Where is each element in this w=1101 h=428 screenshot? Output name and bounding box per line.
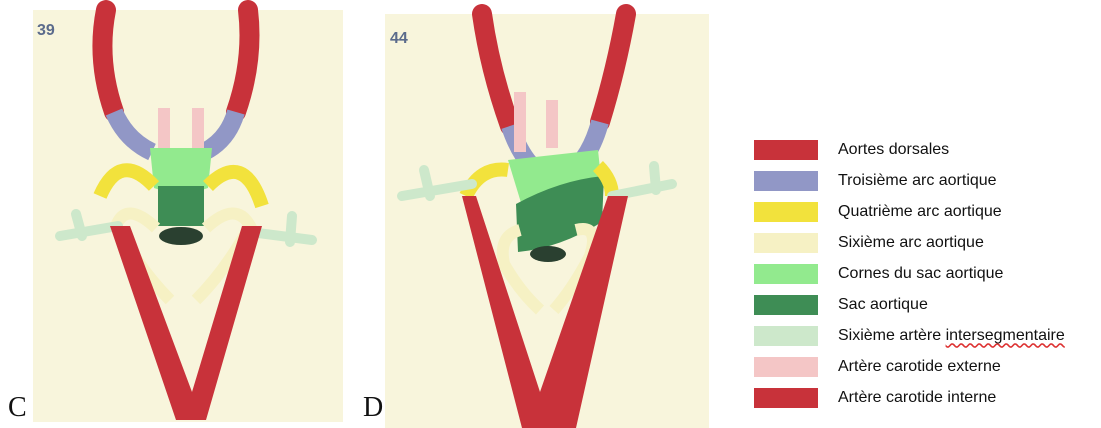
c-left-intersegmental xyxy=(60,214,118,236)
c-right-internal-carotid xyxy=(236,10,250,112)
legend-swatch xyxy=(754,202,818,222)
panel-c-illustration xyxy=(60,10,312,420)
legend-swatch xyxy=(754,140,818,160)
legend-swatch xyxy=(754,388,818,408)
legend-item: Aortes dorsales xyxy=(754,134,1065,165)
c-aortic-sac xyxy=(158,186,204,226)
d-right-internal-carotid xyxy=(600,14,626,122)
c-left-fourth-arch xyxy=(100,170,154,196)
c-left-internal-carotid xyxy=(102,10,114,112)
legend-label: Artère carotide externe xyxy=(838,358,1001,376)
legend-item: Sac aortique xyxy=(754,289,1065,320)
legend-label: Sixième artère intersegmentaire xyxy=(838,327,1065,345)
d-left-internal-carotid xyxy=(482,14,510,126)
legend-item: Sixième arc aortique xyxy=(754,227,1065,258)
legend-label: Quatrième arc aortique xyxy=(838,203,1002,221)
legend-item: Cornes du sac aortique xyxy=(754,258,1065,289)
legend-swatch xyxy=(754,295,818,315)
legend-label: Cornes du sac aortique xyxy=(838,265,1003,283)
legend-label-marked-word: intersegmentaire xyxy=(946,327,1065,344)
legend-item: Artère carotide interne xyxy=(754,382,1065,413)
stage-number-d: 44 xyxy=(390,30,408,48)
legend: Aortes dorsales Troisième arc aortique Q… xyxy=(754,134,1065,413)
d-sac-opening xyxy=(530,246,566,262)
legend-swatch xyxy=(754,264,818,284)
d-left-external-carotid xyxy=(514,92,526,152)
legend-label: Aortes dorsales xyxy=(838,141,949,159)
legend-item: Troisième arc aortique xyxy=(754,165,1065,196)
legend-swatch xyxy=(754,171,818,191)
stage-number-c: 39 xyxy=(37,22,55,40)
c-dorsal-aorta-v xyxy=(110,226,262,420)
legend-label-prefix: Sixième artère xyxy=(838,327,946,344)
legend-swatch xyxy=(754,326,818,346)
c-left-third-arch xyxy=(114,112,152,152)
d-right-intersegmental xyxy=(612,166,672,196)
legend-label: Troisième arc aortique xyxy=(838,172,997,190)
legend-item: Artère carotide externe xyxy=(754,351,1065,382)
c-right-fourth-arch xyxy=(208,172,262,206)
d-right-external-carotid xyxy=(546,100,558,148)
panel-d-illustration xyxy=(402,14,672,428)
c-sac-opening xyxy=(159,227,203,245)
legend-label: Sac aortique xyxy=(838,296,928,314)
legend-swatch xyxy=(754,233,818,253)
legend-label: Sixième arc aortique xyxy=(838,234,984,252)
legend-label: Artère carotide interne xyxy=(838,389,996,407)
c-right-third-arch xyxy=(204,112,236,152)
legend-item: Sixième artère intersegmentaire xyxy=(754,320,1065,351)
panel-label-d: D xyxy=(363,392,383,424)
legend-swatch xyxy=(754,357,818,377)
legend-item: Quatrième arc aortique xyxy=(754,196,1065,227)
panel-label-c: C xyxy=(8,392,27,424)
